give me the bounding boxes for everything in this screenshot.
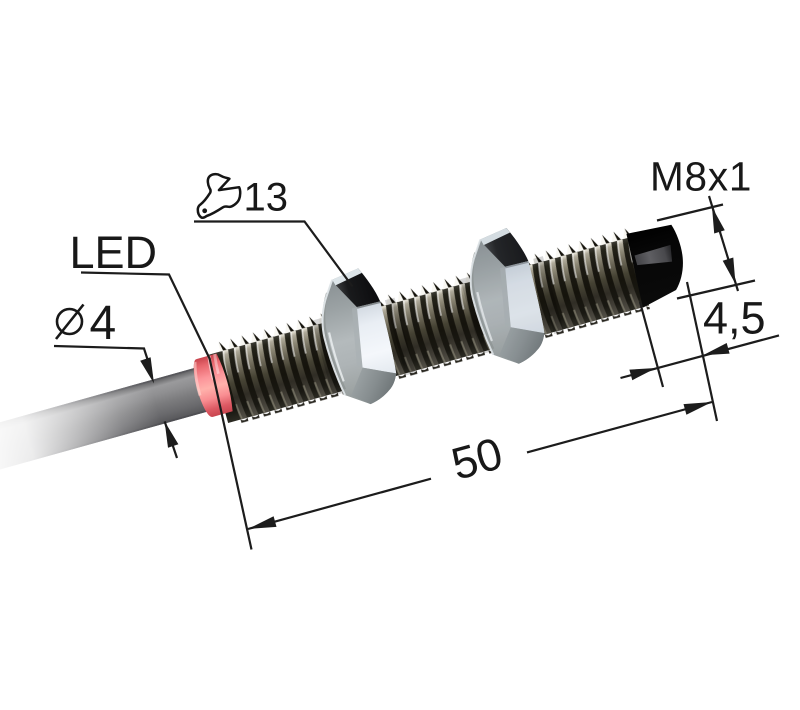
svg-text:LED: LED xyxy=(70,227,158,278)
svg-text:4: 4 xyxy=(90,297,117,350)
svg-text:13: 13 xyxy=(244,176,289,220)
svg-text:M8x1: M8x1 xyxy=(650,154,752,200)
svg-text:4,5: 4,5 xyxy=(703,293,766,344)
